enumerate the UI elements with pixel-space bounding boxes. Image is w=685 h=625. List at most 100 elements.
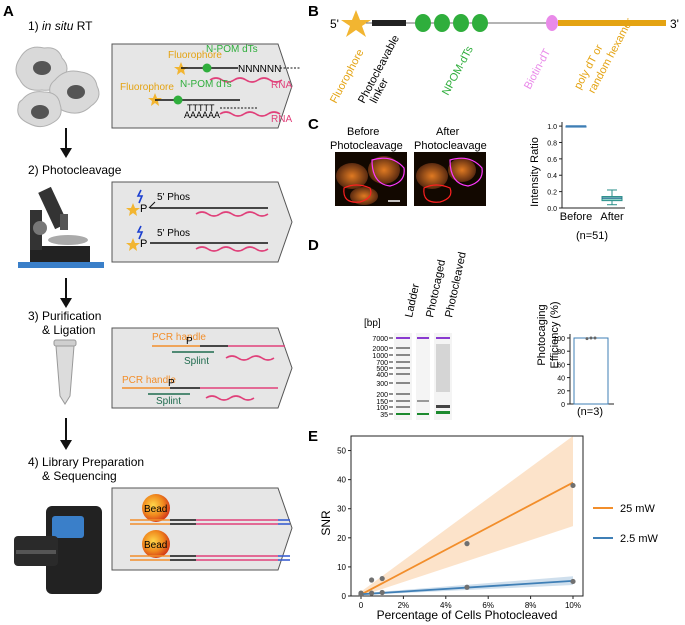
npom-label-2: N-POM dTs: [180, 79, 232, 90]
step1-title: 1) in situ RT: [28, 19, 93, 33]
rna-label-2: RNA: [271, 114, 292, 125]
bead-icon-1: [142, 494, 170, 522]
e-data-point: [464, 541, 470, 547]
biotin-label: Biotin-dT: [522, 47, 553, 92]
gel-bp-label: 150: [376, 399, 388, 406]
panel-c: C Before Photocleavage After Photocleava…: [308, 116, 625, 242]
gel-bp-label: 700: [376, 360, 388, 367]
biotin-dot-icon: [546, 15, 558, 31]
npom-dot-icon: [453, 14, 469, 32]
after-label-line1: After: [436, 126, 460, 138]
e-xlabel: Percentage of Cells Photocleaved: [377, 608, 558, 622]
gel-smear: [436, 344, 450, 392]
e-ytick-label: 20: [337, 534, 346, 543]
e-ytick-label: 30: [337, 505, 346, 514]
phos-label-2: 5' Phos: [157, 228, 190, 239]
npom-dot-icon: [472, 14, 488, 32]
before-label-line2: Photocleavage: [330, 140, 403, 152]
pcr-handle-label-2: PCR handle: [122, 375, 176, 386]
e-data-point: [570, 482, 576, 489]
c-ytick-label: 0.6: [547, 157, 557, 164]
c-ytick-label: 1.0: [547, 124, 557, 131]
e-confidence-band: [361, 436, 573, 596]
gel-bp-label: 400: [376, 372, 388, 379]
gel-bp-label: 7000: [372, 336, 388, 343]
e-legend-label: 25 mW: [620, 503, 655, 515]
e-data-point: [379, 575, 385, 582]
linker-segment: [372, 20, 406, 26]
panel-b: B 5' 3' Fluorophore Photocleavable linke…: [308, 3, 679, 105]
c-xtick-label: Before: [560, 211, 592, 223]
step4-title-line2: & Sequencing: [42, 469, 117, 483]
micrograph-after: [414, 152, 486, 206]
c-ytick-label: 0.4: [547, 173, 557, 180]
gel-lane-photocaged: [416, 333, 430, 420]
e-data-point: [358, 591, 364, 598]
bp-label: [bp]: [364, 318, 381, 329]
cells-icon: [15, 46, 100, 128]
npom-label: NPOM-dTs: [440, 44, 476, 98]
gel-bp-label: 100: [376, 405, 388, 412]
e-ytick-label: 40: [337, 476, 346, 485]
fluorophore-label-1: Fluorophore: [168, 50, 222, 61]
gel-ladder-band: [396, 361, 410, 363]
npom-dot-icon: [202, 63, 212, 73]
step3-title-line2: & Ligation: [42, 323, 95, 337]
fluorophore-star-icon: [341, 10, 371, 37]
d-ytick-label: 0: [561, 402, 565, 409]
e-fit-line: [360, 481, 574, 596]
d-ytick-label: 80: [557, 349, 565, 356]
lane-label-ladder: Ladder: [403, 282, 422, 318]
tube-icon: [53, 339, 77, 405]
d-ylabel-line1: Photocaging: [536, 304, 548, 365]
gel-bp-label: 1000: [372, 353, 388, 360]
bead-icon-2: [142, 530, 170, 558]
e-xtick-label: 10%: [565, 601, 581, 610]
gel-ladder-band: [396, 373, 410, 375]
e-ytick-label: 10: [337, 563, 346, 572]
zoom-callout-2: [111, 181, 293, 263]
photocaging-efficiency-chart: Photocaging Efficiency (%) (n=3) 0204060…: [536, 301, 614, 418]
c-ytick-label: 0.8: [547, 140, 557, 147]
gel-bp-label: 35: [380, 412, 388, 419]
gel-bp-label: 200: [376, 392, 388, 399]
gel-ladder-band: [396, 393, 410, 395]
phos-label-1: 5' Phos: [157, 192, 190, 203]
arrow-down-icon: [60, 298, 72, 308]
c-ytick-label: 0.2: [547, 190, 557, 197]
gel-ladder-band: [396, 400, 410, 402]
e-ytick-label: 0: [342, 592, 347, 601]
microscope-icon: [18, 186, 104, 268]
light-bolt-icon: [136, 189, 144, 204]
zoom-callout-4: [111, 487, 293, 571]
fluorophore-label-2: Fluorophore: [120, 82, 174, 93]
gel-ladder-band: [396, 413, 410, 415]
seq-t: TTTTT: [187, 103, 215, 113]
arrow-down-icon: [60, 440, 72, 450]
gel-ladder-band: [396, 354, 410, 356]
d-point: [589, 336, 593, 340]
panel-letter-d: D: [308, 237, 319, 254]
gel-ladder-band: [396, 382, 410, 384]
panel-letter-e: E: [308, 428, 318, 445]
seq-a: AAAAAA: [184, 110, 220, 120]
splint-label-1: Splint: [184, 356, 209, 367]
e-xtick-label: 0: [359, 601, 364, 610]
panel-d: D [bp] Ladder Photocaged Photocleaved 70…: [308, 237, 614, 420]
e-data-point: [379, 589, 385, 596]
star-icon: [126, 238, 140, 251]
npom-dot-icon: [173, 95, 183, 105]
step2-title: 2) Photocleavage: [28, 163, 122, 177]
e-xtick-label: 6%: [482, 601, 494, 610]
d-ytick-label: 40: [557, 376, 565, 383]
panel-letter-b: B: [308, 3, 319, 20]
gel-band-marker: [436, 337, 450, 339]
e-plot-area: [350, 435, 584, 597]
e-data-point: [369, 577, 375, 583]
light-bolt-icon: [136, 225, 144, 240]
p-label-3: P: [186, 336, 193, 347]
npom-label-1: N-POM dTs: [206, 44, 258, 55]
three-prime-label: 3': [670, 17, 679, 31]
